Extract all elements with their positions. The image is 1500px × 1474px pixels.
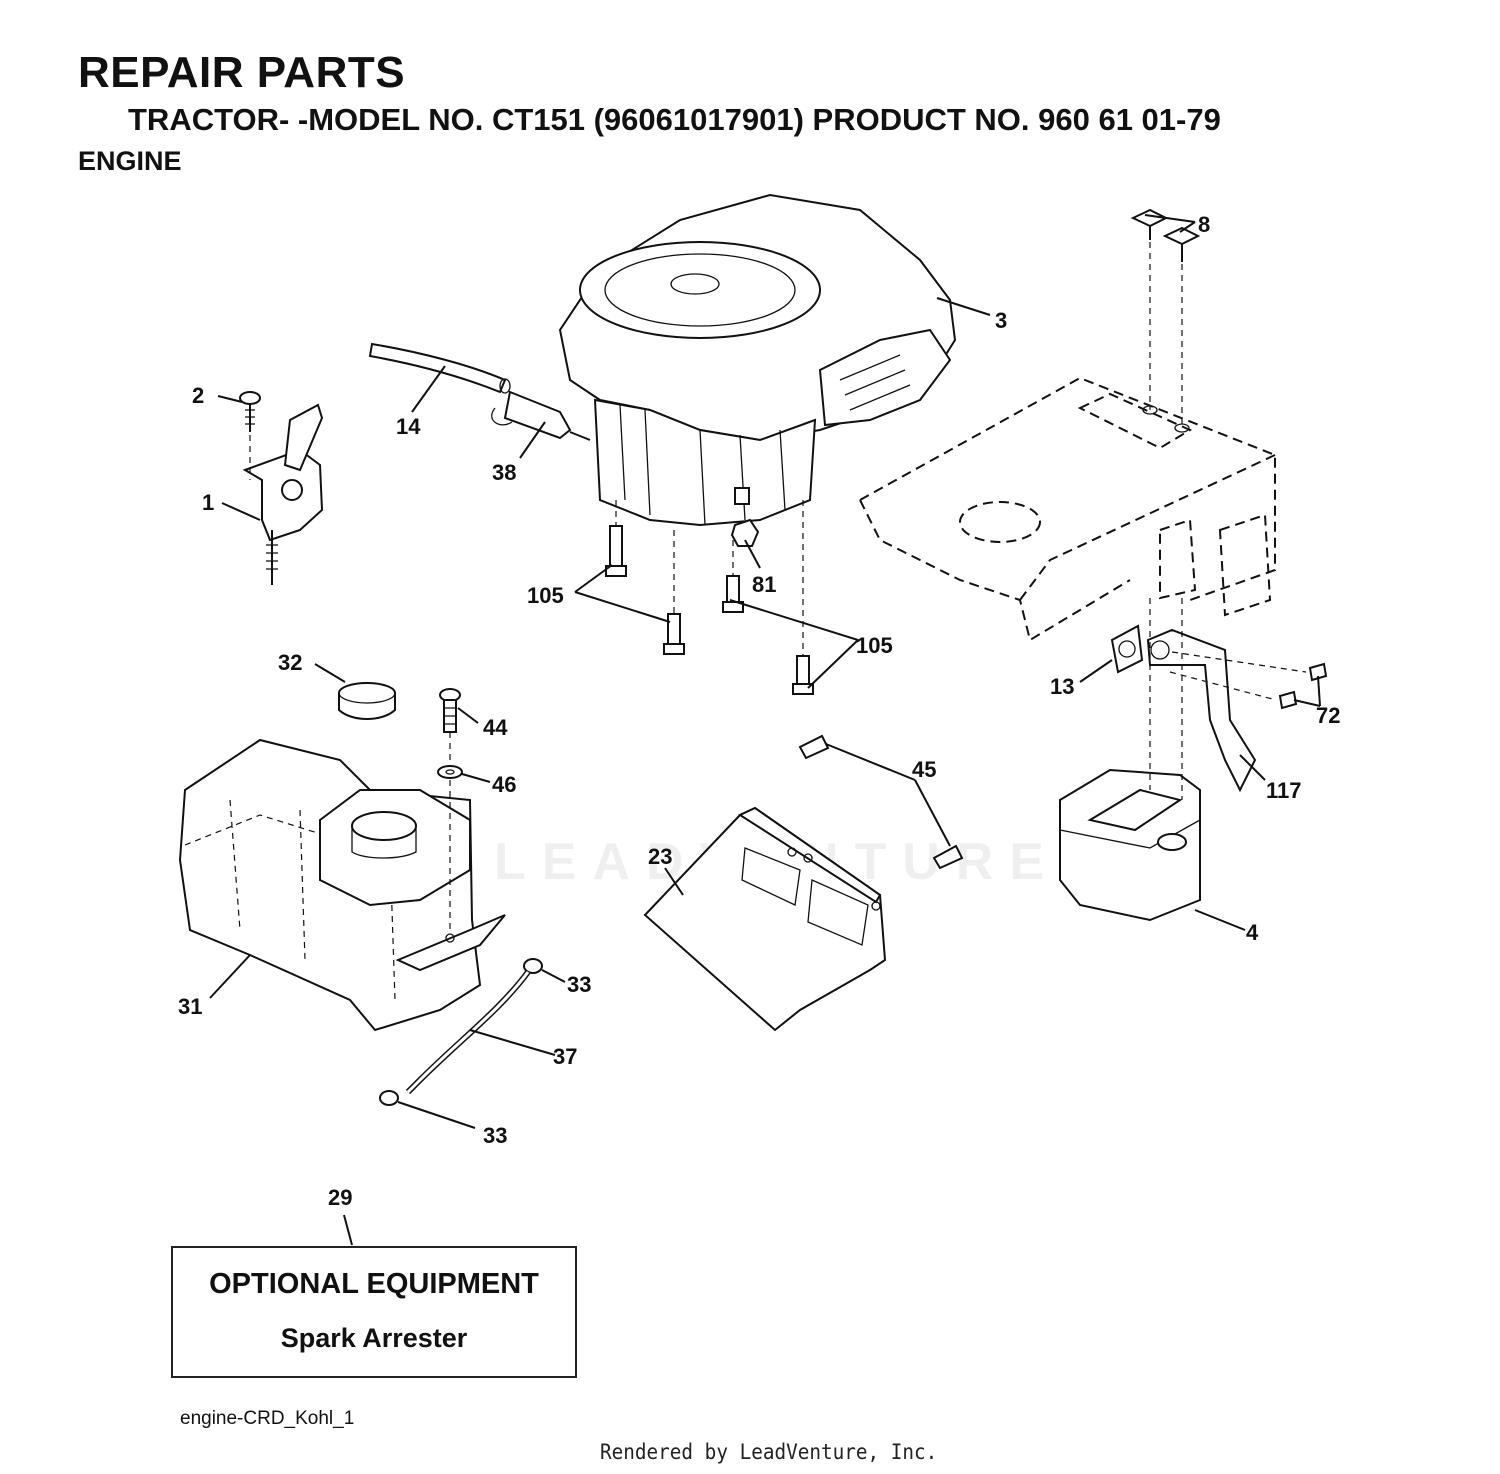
frame-bolt-part[interactable] xyxy=(1130,208,1201,433)
diagram-code: engine-CRD_Kohl_1 xyxy=(180,1408,355,1429)
callout-44: 44 xyxy=(483,715,508,740)
hose-clamp-part[interactable] xyxy=(379,958,543,1106)
page-title: REPAIR PARTS xyxy=(78,48,406,97)
callout-38: 38 xyxy=(492,460,516,485)
screw-part[interactable] xyxy=(239,391,261,480)
callout-4: 4 xyxy=(1246,920,1259,945)
exhaust-pipe-part[interactable] xyxy=(1146,628,1257,793)
section-heading: ENGINE xyxy=(78,146,182,176)
callout-46: 46 xyxy=(492,772,516,797)
spark-arrester-label: Spark Arrester xyxy=(280,1323,468,1353)
fuel-tank-part[interactable] xyxy=(178,738,506,1032)
washer-part[interactable] xyxy=(437,765,463,930)
callout-31: 31 xyxy=(178,994,202,1019)
engine-part[interactable] xyxy=(558,193,957,527)
callout-105-left: 105 xyxy=(527,583,564,608)
callout-37: 37 xyxy=(553,1044,577,1069)
callout-81: 81 xyxy=(752,572,776,597)
fuel-cap-part[interactable] xyxy=(338,682,396,720)
callout-14: 14 xyxy=(396,414,421,439)
callout-32: 32 xyxy=(278,650,302,675)
callout-3: 3 xyxy=(995,308,1007,333)
fuel-hose-part[interactable] xyxy=(405,970,531,1095)
leader-lines xyxy=(209,214,1321,1246)
tractor-frame xyxy=(859,376,1276,642)
fuel-line-part[interactable] xyxy=(368,342,511,394)
callout-29: 29 xyxy=(328,1185,352,1210)
engine-bolt-part[interactable] xyxy=(605,500,814,695)
heat-shield-screw-part[interactable] xyxy=(798,734,964,870)
heat-shield-part[interactable] xyxy=(643,806,887,1032)
callout-2: 2 xyxy=(192,383,204,408)
callout-72: 72 xyxy=(1316,703,1340,728)
tank-screw-part[interactable] xyxy=(439,688,461,760)
throttle-control-part[interactable] xyxy=(242,403,324,585)
footer-credit: Rendered by LeadVenture, Inc. xyxy=(600,1440,938,1464)
exhaust-bolt-part[interactable] xyxy=(1169,651,1328,710)
optional-equipment-title: OPTIONAL EQUIPMENT xyxy=(209,1268,539,1300)
callout-8: 8 xyxy=(1198,212,1210,237)
fuel-fitting-part[interactable] xyxy=(491,390,591,441)
callout-117: 117 xyxy=(1266,778,1302,803)
callout-33-top: 33 xyxy=(567,972,591,997)
gasket-part[interactable] xyxy=(1110,624,1144,674)
callout-45: 45 xyxy=(912,757,936,782)
callout-33-bottom: 33 xyxy=(483,1123,507,1148)
optional-equipment-box: OPTIONAL EQUIPMENT Spark Arrester xyxy=(171,1246,577,1378)
callout-105-right: 105 xyxy=(856,633,893,658)
muffler-part[interactable] xyxy=(1059,598,1201,922)
callout-23: 23 xyxy=(648,844,672,869)
callout-1: 1 xyxy=(202,490,214,515)
model-subtitle: TRACTOR- -MODEL NO. CT151 (96061017901) … xyxy=(128,102,1221,137)
callout-13: 13 xyxy=(1050,674,1074,699)
nut-part[interactable] xyxy=(730,518,760,547)
